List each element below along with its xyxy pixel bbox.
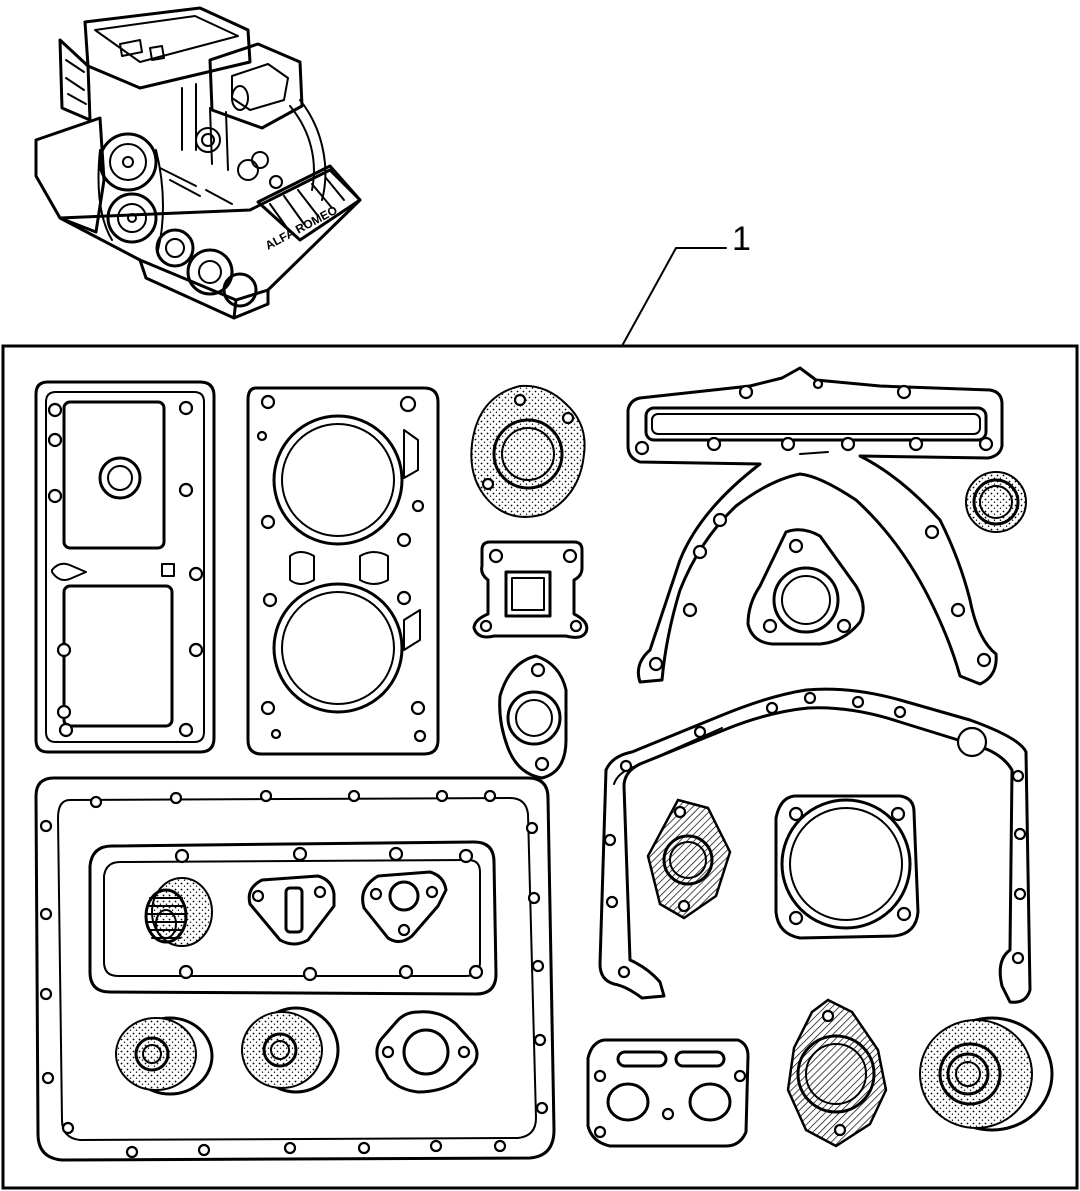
crank-seal-left bbox=[115, 1016, 214, 1096]
engine-illustration: ALFA ROMEO bbox=[34, 6, 362, 320]
rear-cover-gasket bbox=[626, 366, 1004, 686]
round-flange-gasket bbox=[470, 384, 586, 518]
sump-inner-gasket bbox=[88, 840, 498, 996]
large-square-flange-gasket bbox=[774, 794, 920, 940]
oil-pan-gasket bbox=[34, 776, 556, 1162]
double-slot-gasket bbox=[586, 1038, 750, 1148]
oval-flange-gasket bbox=[375, 1010, 479, 1094]
threaded-seal bbox=[144, 877, 213, 947]
cylinder-head-gasket bbox=[246, 386, 440, 756]
pickup-tube-gasket bbox=[361, 870, 448, 943]
triangular-gasket bbox=[746, 528, 865, 646]
seal-ring-small bbox=[965, 471, 1027, 533]
kit-frame bbox=[1, 344, 1079, 1190]
crank-seal-right bbox=[241, 1006, 340, 1094]
callout-number: 1 bbox=[732, 220, 751, 258]
valve-cover-gasket bbox=[34, 380, 216, 754]
diamond-flange-gasket bbox=[498, 654, 568, 780]
hatched-diamond-gasket bbox=[646, 798, 732, 920]
oil-pump-slot-gasket bbox=[247, 874, 336, 946]
callout-1: 1 bbox=[621, 220, 751, 347]
large-rear-seal bbox=[919, 1016, 1054, 1132]
timing-cover-gasket bbox=[598, 687, 1032, 1004]
square-port-gasket bbox=[472, 540, 589, 639]
hatched-oval-gasket bbox=[786, 998, 888, 1148]
